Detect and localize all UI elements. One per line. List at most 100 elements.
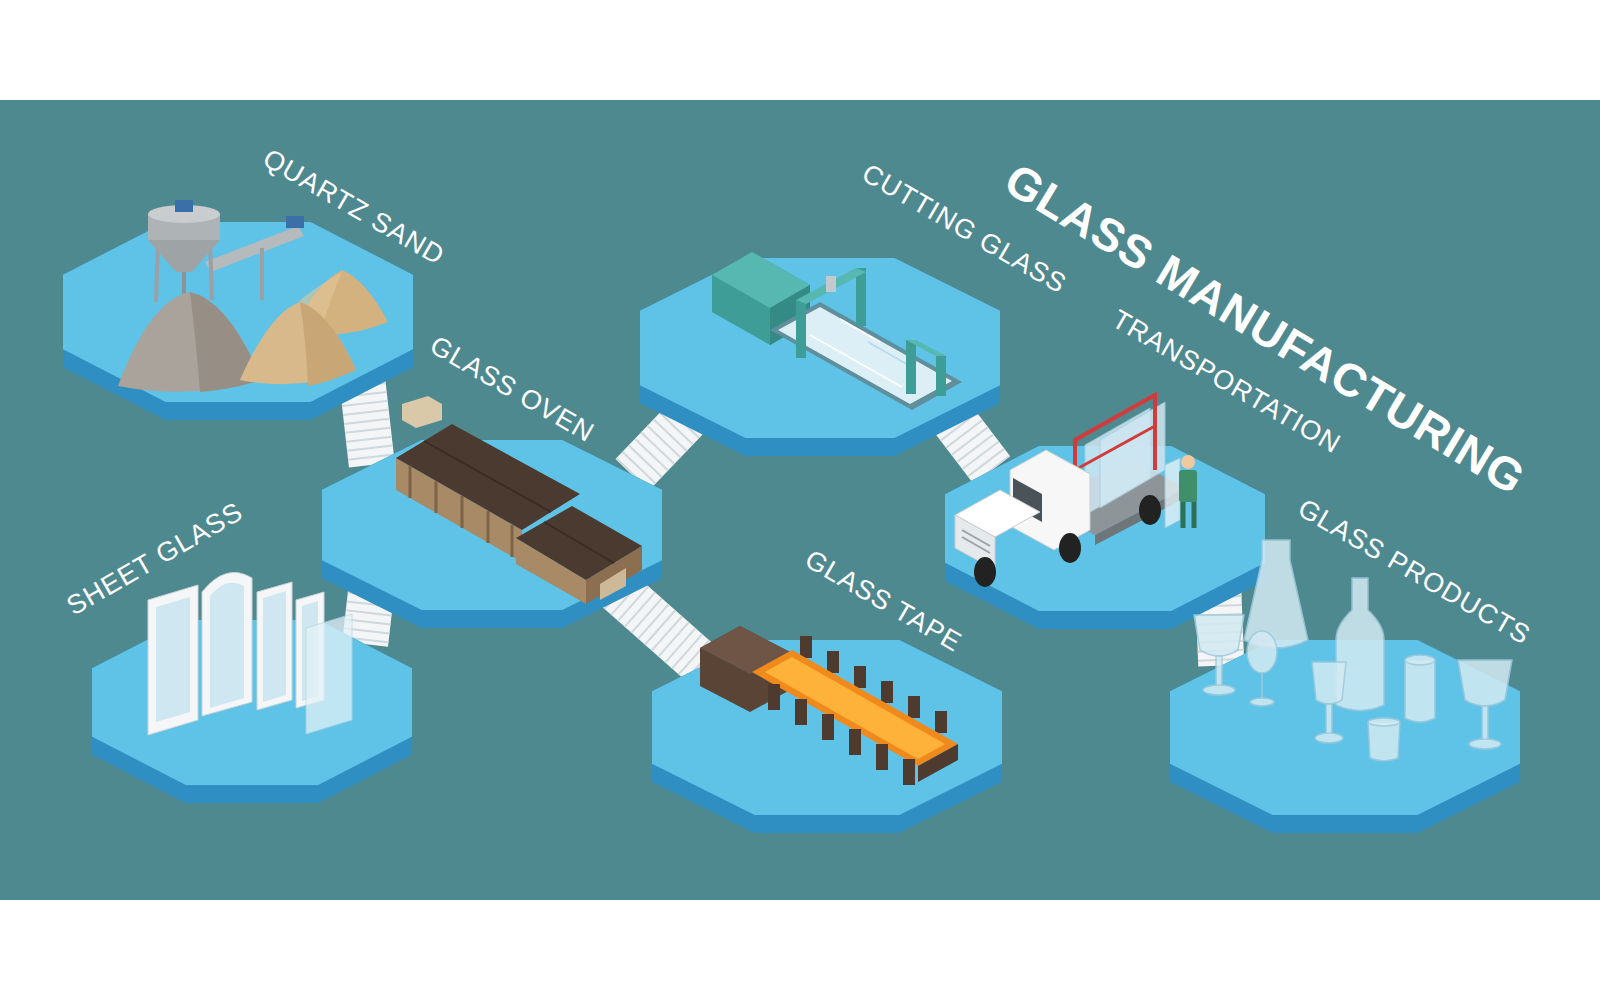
glass-truck [1040, 458, 1185, 535]
glass-truck [962, 537, 990, 553]
sand-plant [205, 226, 304, 272]
glass-truck [955, 395, 1197, 587]
platform-side [640, 258, 1000, 456]
oven-building [435, 481, 438, 513]
glassware [1368, 722, 1400, 761]
sand-plant [292, 272, 342, 333]
platform-top [322, 440, 662, 610]
glassware [1216, 656, 1222, 686]
oven-building [516, 538, 586, 604]
cutting-machine [936, 356, 946, 396]
cutting-machine [770, 302, 962, 410]
platform-side [1170, 640, 1520, 833]
platform-side [322, 440, 662, 628]
platform-top [640, 258, 1000, 438]
glassware [1261, 673, 1263, 700]
window-frames [306, 614, 352, 734]
glass-truck [962, 530, 990, 546]
glass-truck [1059, 533, 1081, 563]
float-line [935, 711, 947, 733]
sand-plant [148, 205, 220, 223]
float-line [849, 729, 861, 755]
glass-truck [955, 515, 995, 570]
glass-truck [1075, 426, 1155, 470]
sand-plant [292, 270, 388, 335]
cutting-machine [712, 252, 962, 410]
oven-building [511, 525, 514, 557]
cutting-machine [906, 340, 916, 394]
step-label: GLASS OVEN [424, 330, 599, 449]
platform-shape [322, 440, 662, 628]
glassware [1405, 655, 1435, 665]
platform-side [92, 620, 412, 803]
oven-building [461, 496, 464, 528]
float-line [822, 714, 834, 740]
cutting-machine [840, 319, 880, 342]
sand-plant [118, 292, 262, 392]
float-line [700, 626, 958, 785]
glass-truck [1179, 470, 1197, 502]
sand-plant [210, 240, 212, 300]
process-platform: GLASS TAPE [652, 640, 1002, 833]
platform-shape [945, 446, 1265, 629]
window-frames [202, 572, 252, 716]
glass-truck [1181, 455, 1195, 469]
sand-plant [240, 302, 356, 384]
platform-top [92, 620, 412, 785]
glass-truck [1010, 450, 1090, 550]
glass-truck [955, 490, 1040, 537]
platform-top [63, 222, 413, 402]
float-line [800, 636, 812, 658]
float-line [903, 759, 915, 785]
oven-building [396, 396, 642, 604]
platform-shape [63, 222, 413, 420]
float-line [854, 666, 866, 688]
window-frames [263, 591, 286, 702]
glass-truck [1192, 500, 1197, 528]
float-line [918, 744, 958, 782]
process-platform: QUARTZ SAND [63, 222, 413, 420]
glass-truck [1165, 458, 1180, 528]
platform-top [652, 640, 1002, 815]
cutting-machine [712, 252, 810, 345]
cutting-machine [906, 340, 946, 356]
oven-building [396, 424, 580, 530]
sand-plant [190, 292, 262, 392]
process-platform: TRANSPORTATION [945, 446, 1265, 629]
oven-building [516, 506, 642, 580]
float-line [876, 744, 888, 770]
sand-plant [148, 214, 220, 240]
float-line [700, 626, 790, 712]
platform-shape [92, 620, 412, 803]
cutting-machine [868, 342, 910, 366]
oven-building [402, 396, 442, 428]
glass-truck [1100, 402, 1165, 508]
glassware [1482, 706, 1488, 740]
cutting-machine [778, 307, 952, 404]
window-frames [148, 585, 198, 735]
glassware [1247, 631, 1277, 673]
sand-plant [260, 248, 264, 300]
platform-side [63, 222, 413, 420]
cutting-machine [796, 300, 806, 358]
glassware [1250, 698, 1274, 706]
float-line [795, 699, 807, 725]
sand-plant [286, 216, 304, 228]
sand-plant [156, 240, 158, 302]
window-frames [156, 597, 190, 722]
platform-shape [1170, 640, 1520, 833]
stair-steps [612, 585, 703, 666]
process-platform: GLASS OVEN [322, 440, 662, 628]
oven-building [424, 441, 551, 512]
window-frames [302, 601, 318, 701]
platform-side [945, 446, 1265, 629]
glass-truck [1075, 395, 1155, 505]
glass-truck [1085, 408, 1150, 515]
glass-truck [1139, 495, 1161, 525]
oven-building [487, 511, 490, 543]
platform-shape [640, 258, 1000, 456]
glassware [1326, 704, 1332, 734]
stair-band [612, 585, 703, 666]
